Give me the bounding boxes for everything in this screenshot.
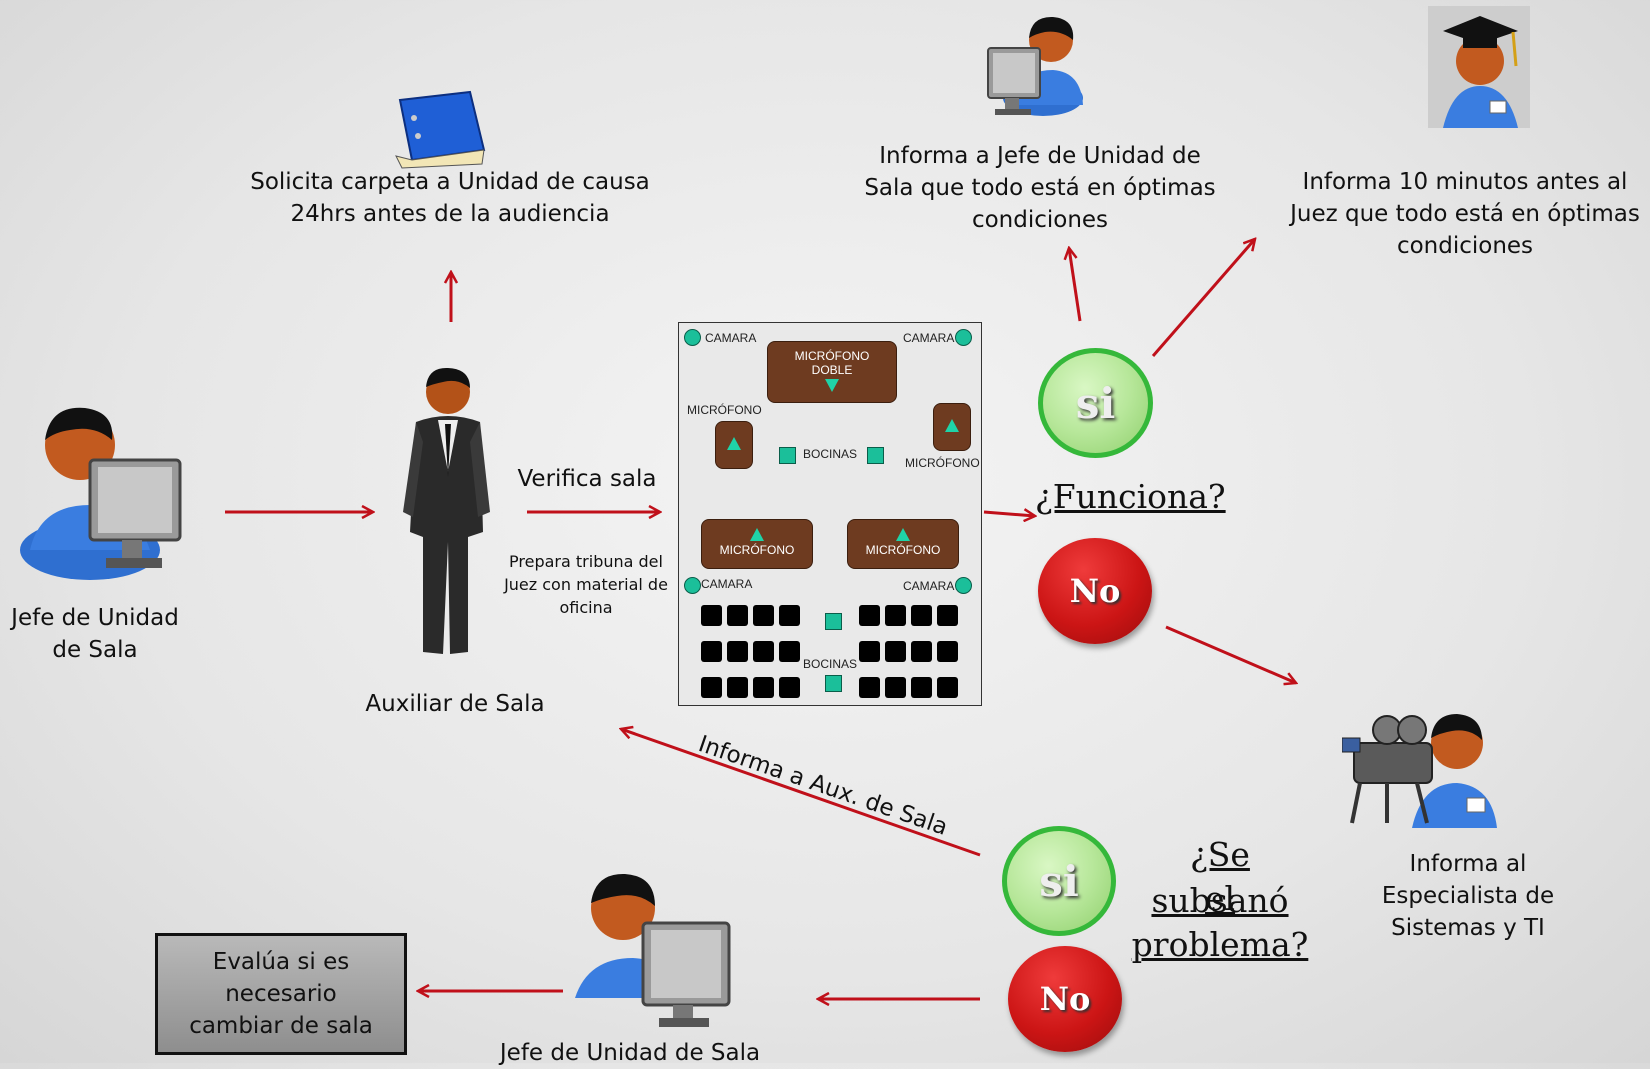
seat bbox=[701, 641, 722, 662]
camera-icon bbox=[955, 329, 972, 346]
mic-up-icon bbox=[945, 419, 959, 432]
microfono-doble: MICRÓFONO DOBLE bbox=[767, 341, 897, 403]
arrow-si-to-jefe bbox=[1069, 248, 1082, 322]
bocinas-label: BOCINAS bbox=[803, 657, 858, 671]
seat bbox=[753, 605, 774, 626]
seat bbox=[727, 677, 748, 698]
seat bbox=[937, 677, 958, 698]
mic-up-icon bbox=[750, 528, 764, 541]
seat bbox=[701, 677, 722, 698]
arrow-no-to-especialista bbox=[1165, 625, 1296, 683]
person-computer-top-icon bbox=[987, 16, 1083, 116]
informa-juez-label: Informa 10 minutos antes al Juez que tod… bbox=[1290, 169, 1640, 259]
microfono-label: MICRÓFONO bbox=[865, 543, 941, 557]
seat bbox=[911, 605, 932, 626]
seat bbox=[859, 605, 880, 626]
camera-icon bbox=[684, 329, 701, 346]
si-decision-1: si bbox=[1038, 348, 1153, 458]
seat bbox=[727, 641, 748, 662]
seat bbox=[885, 641, 906, 662]
seat bbox=[753, 677, 774, 698]
speaker-icon bbox=[825, 675, 842, 692]
camara-label: CAMARA bbox=[903, 579, 955, 593]
subsano-question-line1: ¿Se subsanó bbox=[1151, 835, 1289, 920]
mic-up-icon bbox=[727, 437, 741, 450]
arrow-si-to-aux bbox=[621, 729, 981, 857]
person-computer-icon bbox=[20, 407, 182, 580]
seat bbox=[911, 641, 932, 662]
auxiliar-label: Auxiliar de Sala bbox=[365, 691, 545, 717]
evalua-box: Evalúa si es necesario cambiar de sala bbox=[155, 933, 407, 1055]
arrow-si-to-juez bbox=[1151, 239, 1255, 357]
informa-jefe-label: Informa a Jefe de Unidad de Sala que tod… bbox=[864, 143, 1216, 233]
seat bbox=[885, 677, 906, 698]
camera-icon bbox=[684, 577, 701, 594]
verifica-label: Verifica sala bbox=[517, 466, 657, 492]
seat bbox=[779, 605, 800, 626]
camara-label: CAMARA bbox=[903, 331, 955, 345]
camara-label: CAMARA bbox=[701, 577, 753, 591]
no-decision-2: No bbox=[1008, 946, 1122, 1052]
seat bbox=[701, 605, 722, 626]
solicita-label: Solicita carpeta a Unidad de causa 24hrs… bbox=[250, 169, 650, 227]
camera-icon bbox=[955, 577, 972, 594]
no-label-2: No bbox=[1039, 980, 1091, 1018]
mic-up-icon bbox=[896, 528, 910, 541]
seat bbox=[753, 641, 774, 662]
microfono-label: MICRÓFONO bbox=[905, 456, 980, 470]
microfono-bottom-right: MICRÓFONO bbox=[847, 519, 959, 569]
seat bbox=[727, 605, 748, 626]
seat bbox=[885, 605, 906, 626]
arrow-room-to-funciona bbox=[983, 512, 1035, 516]
person-computer-bottom-icon bbox=[575, 873, 731, 1027]
speaker-icon bbox=[779, 447, 796, 464]
seat bbox=[859, 641, 880, 662]
no-decision-1: No bbox=[1038, 538, 1152, 644]
microfono-doble-label: MICRÓFONO bbox=[794, 349, 870, 363]
seat bbox=[779, 677, 800, 698]
jefe-bottom-label: Jefe de Unidad de Sala bbox=[499, 1040, 761, 1066]
evalua-label: Evalúa si es necesario cambiar de sala bbox=[189, 949, 373, 1039]
no-label-1: No bbox=[1069, 572, 1121, 610]
camera-specialist-icon bbox=[1342, 714, 1497, 828]
si-label-1: si bbox=[1075, 378, 1116, 428]
seat bbox=[779, 641, 800, 662]
mic-down-icon bbox=[825, 379, 839, 392]
si-label-2: si bbox=[1039, 856, 1079, 906]
bocinas-label: BOCINAS bbox=[803, 447, 858, 461]
subsano-question-line2: el problema? bbox=[1131, 879, 1309, 964]
seat bbox=[937, 605, 958, 626]
si-decision-2: si bbox=[1002, 826, 1116, 936]
man-in-suit-icon bbox=[403, 367, 490, 654]
seat bbox=[937, 641, 958, 662]
microfono-doble-label-2: DOBLE bbox=[811, 363, 853, 377]
microfono-left bbox=[715, 421, 753, 469]
prepara-label: Prepara tribuna del Juez con material de… bbox=[504, 552, 668, 617]
especialista-label: Informa al Especialista de Sistemas y TI bbox=[1381, 851, 1555, 941]
speaker-icon bbox=[867, 447, 884, 464]
seat bbox=[911, 677, 932, 698]
seat bbox=[859, 677, 880, 698]
graduate-judge-icon bbox=[1428, 6, 1530, 128]
microfono-label: MICRÓFONO bbox=[687, 403, 762, 417]
microfono-bottom-left: MICRÓFONO bbox=[701, 519, 813, 569]
funciona-question: ¿Funciona? bbox=[1035, 477, 1226, 516]
microfono-label: MICRÓFONO bbox=[719, 543, 795, 557]
room-layout: CAMARA CAMARA MICRÓFONO DOBLE MICRÓFONO … bbox=[678, 322, 982, 706]
folder-icon bbox=[395, 90, 486, 169]
camara-label: CAMARA bbox=[705, 331, 757, 345]
jefe-left-label: Jefe de Unidad de Sala bbox=[11, 605, 179, 663]
microfono-right bbox=[933, 403, 971, 451]
speaker-icon bbox=[825, 613, 842, 630]
